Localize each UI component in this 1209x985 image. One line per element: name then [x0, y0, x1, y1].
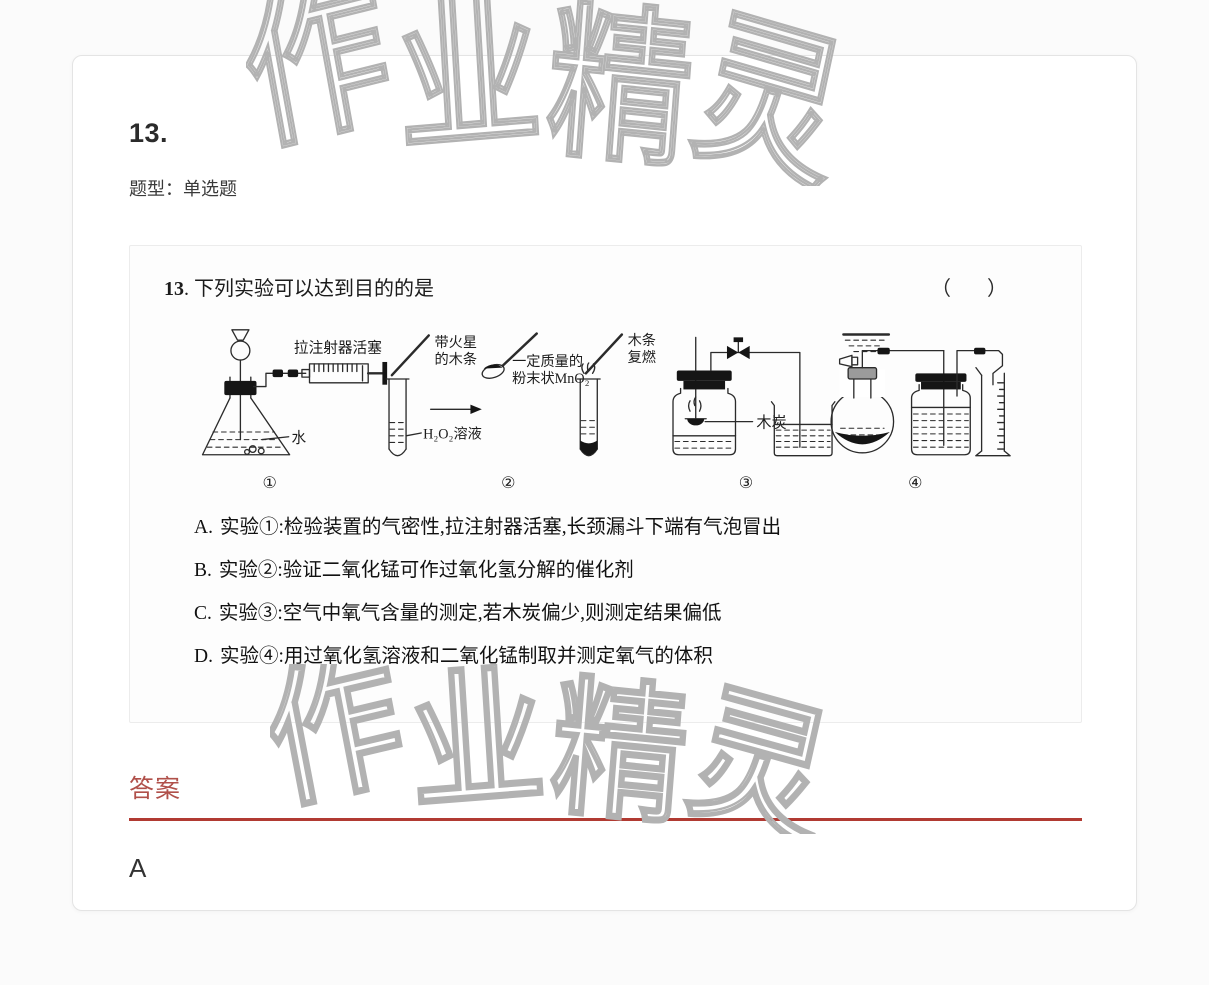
syringe-label: 拉注射器活塞: [294, 339, 382, 357]
relight-label-2: 复燃: [628, 349, 656, 366]
spark-icon: [586, 362, 590, 372]
charcoal-label: 木炭: [756, 414, 786, 431]
tube-connector-icon: [877, 347, 890, 355]
setup-1-apparatus: 拉注射器活塞 水 ①: [201, 329, 388, 492]
mno2-label-1: 一定质量的: [512, 354, 583, 370]
graduated-cylinder-icon: [975, 366, 1011, 457]
tube-connector-icon: [974, 347, 986, 355]
question-stem: 13. 下列实验可以达到目的的是 （）: [164, 276, 1047, 302]
spoon-icon: [481, 332, 538, 379]
option-d: D. 实验④:用过氧化氢溶液和二氧化锰制取并测定氧气的体积: [194, 644, 1047, 670]
flame-icon: [693, 396, 697, 407]
bubble-icon: [257, 447, 265, 455]
bubble-icon: [248, 445, 257, 454]
option-b: B. 实验②:验证二氧化锰可作过氧化氢分解的催化剂: [194, 558, 1047, 584]
stem-number: 13: [164, 278, 184, 300]
bracket-close: ）: [987, 278, 1007, 300]
experiment-diagram: 拉注射器活塞 水 ①: [194, 326, 1047, 495]
stem-text: 13. 下列实验可以达到目的的是: [164, 276, 434, 302]
option-b-text: 实验②:验证二氧化锰可作过氧化氢分解的催化剂: [218, 559, 634, 581]
spark-wood-label-2: 的木条: [434, 351, 477, 368]
charcoal-icon: [687, 418, 705, 426]
stem-body: . 下列实验可以达到目的的是: [184, 278, 434, 300]
options-list: A. 实验①:检验装置的气密性,拉注射器活塞,长颈漏斗下端有气泡冒出 B. 实验②:…: [194, 515, 1047, 671]
setup-4-number: ④: [908, 475, 922, 492]
tube-connector-icon: [272, 369, 283, 378]
flask-stopper-icon: [847, 366, 878, 380]
h2o2-label: H₂O₂溶液: [423, 427, 482, 443]
answer-bracket: （）: [931, 276, 1007, 302]
option-d-text: 实验④:用过氧化氢溶液和二氧化锰制取并测定氧气的体积: [219, 646, 713, 668]
setup-2-apparatus: 带火星 的木条 H₂O₂溶液 一定质量的 粉末状MnO₂: [385, 332, 656, 492]
flame-icon: [698, 400, 702, 412]
experiment-diagram-svg: 拉注射器活塞 水 ①: [201, 329, 1011, 492]
bottle-stopper-icon: [683, 380, 726, 390]
option-b-label: B.: [194, 559, 212, 581]
relight-label-1: 木条: [628, 332, 656, 349]
gas-bottle-icon: [672, 387, 737, 456]
question-box: 13. 下列实验可以达到目的的是 （）: [129, 245, 1082, 723]
answer-heading: 答案: [129, 775, 182, 803]
dropper-icon: [838, 354, 853, 368]
flame-icon: [687, 400, 691, 412]
setup-2-number: ②: [501, 475, 515, 492]
spark-icon: [581, 363, 585, 374]
valve-icon: [726, 337, 750, 360]
gas-washing-bottle-icon: [910, 373, 971, 456]
option-a: A. 实验①:检验装置的气密性,拉注射器活塞,长颈漏斗下端有气泡冒出: [194, 515, 1047, 541]
setup-3-number: ③: [739, 475, 753, 492]
bottle-stopper-icon: [921, 381, 961, 390]
bubble-icon: [243, 448, 251, 455]
round-flask-icon: [830, 366, 895, 454]
syringe-icon: [301, 361, 388, 385]
question-number: 13.: [129, 118, 169, 148]
answer-value: A: [129, 852, 147, 883]
test-tube-icon: [576, 378, 601, 457]
setup-1-number: ①: [263, 475, 277, 492]
spray-icon: [838, 333, 891, 368]
question-card: 13. 题型：单选题 13. 下列实验可以达到目的的是 （）: [72, 55, 1137, 911]
option-c: C. 实验③:空气中氧气含量的测定,若木炭偏少,则测定结果偏低: [194, 601, 1047, 627]
option-c-text: 实验③:空气中氧气含量的测定,若木炭偏少,则测定结果偏低: [218, 603, 722, 625]
rubber-stopper-icon: [224, 380, 257, 396]
mno2-label-2: 粉末状MnO₂: [512, 371, 590, 387]
question-type-label: 题型：单选题: [129, 179, 237, 199]
thistle-funnel-cup-icon: [231, 329, 250, 341]
answer-divider: [129, 817, 1082, 821]
tube-connector-icon: [287, 369, 299, 378]
setup-3-apparatus: 木炭: [672, 336, 836, 492]
option-c-label: C.: [194, 603, 212, 625]
setup-4-apparatus: ④: [830, 333, 1011, 492]
wood-splint-icon: [584, 333, 624, 375]
beaker-icon: [770, 401, 836, 457]
option-a-text: 实验①:检验装置的气密性,拉注射器活塞,长颈漏斗下端有气泡冒出: [219, 516, 782, 538]
thistle-funnel-bulb-icon: [230, 340, 251, 361]
spark-wood-label-1: 带火星: [434, 335, 477, 351]
option-a-label: A.: [194, 516, 213, 538]
test-tube-icon: [385, 378, 410, 457]
option-d-label: D.: [194, 646, 213, 668]
wood-splint-icon: [390, 334, 431, 377]
bottle-stopper-icon: [915, 373, 967, 382]
water-label: 水: [292, 429, 307, 446]
erlenmeyer-flask-icon: [201, 397, 291, 456]
bracket-open: （: [931, 278, 951, 300]
bottle-stopper-icon: [676, 370, 732, 381]
